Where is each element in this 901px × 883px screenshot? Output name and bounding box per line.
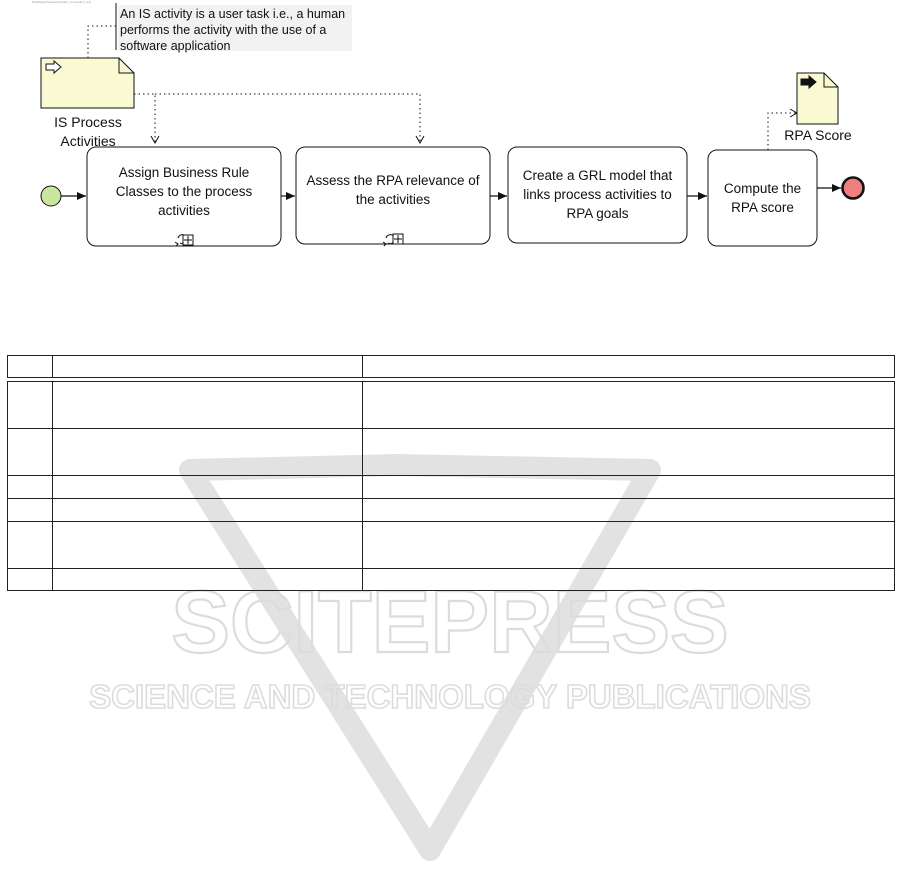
table-row (7, 521, 895, 569)
output-arrow-icon (800, 74, 817, 90)
table-row (7, 475, 895, 499)
table-cell (52, 568, 363, 591)
table-cell (362, 381, 895, 429)
table-row (7, 568, 895, 591)
table-cell (362, 475, 895, 499)
table-cell (362, 498, 895, 522)
table-cell (362, 521, 895, 569)
table-cell (7, 498, 53, 522)
watermark-tagline: SCIENCE AND TECHNOLOGY PUBLICATIONS (89, 678, 811, 715)
table-row (7, 498, 895, 522)
task-3-label: Create a GRL model that links process ac… (522, 167, 673, 221)
bpmn-diagram (32, 0, 867, 252)
input-data-object[interactable] (40, 57, 135, 109)
table-cell (7, 355, 53, 378)
output-data-object-label: RPA Score (784, 127, 852, 143)
table-cell (52, 475, 363, 499)
table-row (7, 355, 895, 378)
table-row (7, 428, 895, 476)
task-4-label: Compute the RPA score (723, 181, 802, 215)
task-4[interactable] (707, 149, 818, 247)
table-cell (52, 521, 363, 569)
loop-subprocess-marker-task1 (174, 234, 194, 247)
table-cell (7, 568, 53, 591)
table-cell (7, 521, 53, 569)
task-2-label: Assess the RPA relevance of the activiti… (306, 173, 480, 207)
table-cell (52, 428, 363, 476)
task-3[interactable] (507, 146, 688, 244)
output-association (767, 108, 799, 150)
table-cell (7, 475, 53, 499)
data-association-task2 (155, 93, 425, 145)
table-row (7, 381, 895, 429)
task-1-label: Assign Business Rule Classes to the proc… (115, 164, 253, 218)
input-data-object-label: IS Process Activities (54, 114, 122, 149)
table-cell (52, 381, 363, 429)
loop-subprocess-marker-task2 (382, 233, 404, 247)
text-annotation: An IS activity is a user task i.e., a hu… (118, 5, 352, 53)
end-event[interactable] (841, 176, 865, 200)
table-cell (52, 355, 363, 378)
table-cell (7, 381, 53, 429)
annotation-association (87, 25, 116, 58)
table-cell (362, 428, 895, 476)
empty-table (7, 355, 895, 591)
table-cell (7, 428, 53, 476)
output-data-object[interactable] (796, 72, 839, 125)
table-cell (52, 498, 363, 522)
diagram-caption: RoadMap/ProcessActivities_Annotation_tex… (32, 0, 92, 4)
table-cell (362, 355, 895, 378)
table-cell (362, 568, 895, 591)
start-event[interactable] (40, 185, 62, 207)
input-arrow-icon (45, 59, 62, 75)
